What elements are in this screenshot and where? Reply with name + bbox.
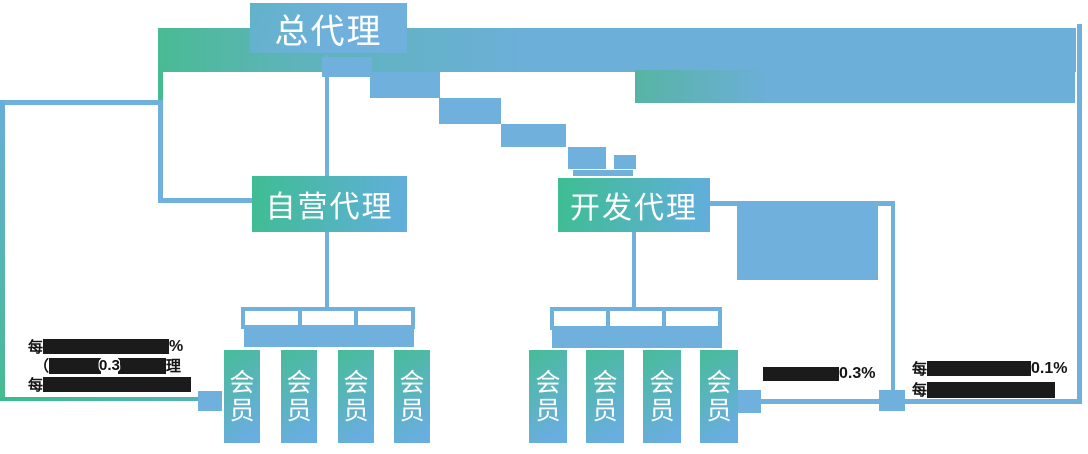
redacted-text-bar	[49, 357, 102, 374]
annotation-right-line1: 每 0.1%	[912, 358, 1067, 379]
group1-solid-bar	[244, 329, 414, 347]
node-general-agent: 总代理	[250, 3, 407, 53]
annotation-value: 0.3	[99, 357, 120, 374]
annotation-text: （	[34, 358, 50, 375]
group1-header-bar	[241, 307, 415, 329]
redacted-text-bar	[43, 377, 192, 392]
connector-left-vertical	[0, 100, 5, 401]
node-self-agent-label: 自营代理	[265, 191, 394, 224]
annotation-middle: 0.3%	[763, 365, 875, 383]
connector-dev-to-group	[632, 232, 636, 307]
annotation-text: 每	[28, 377, 44, 394]
connector-left-top-horizontal	[0, 100, 163, 105]
member-bottom-char: 员	[229, 396, 255, 425]
group2-header-bar	[550, 307, 722, 330]
annotation-value: 0.1%	[1031, 359, 1068, 377]
connector-dev-right-vertical	[891, 201, 895, 393]
member-column: 会 员	[338, 350, 374, 443]
redacted-text-bar	[927, 361, 1032, 376]
stair-block	[370, 72, 440, 98]
right-edge-vertical-connector	[1077, 24, 1082, 404]
stair-block	[614, 155, 636, 169]
redacted-text-bar	[117, 357, 166, 374]
node-general-agent-label: 总代理	[274, 12, 383, 51]
annotation-right-line2: 每	[912, 379, 1056, 400]
node-dev-agent: 开发代理	[558, 178, 710, 232]
header-cell	[245, 311, 298, 325]
connector-bottom-middle-line	[761, 399, 879, 404]
member-bottom-char: 员	[706, 396, 732, 425]
connector-band-stub	[158, 70, 163, 104]
header-cell	[666, 311, 718, 326]
member-bottom-char: 员	[649, 396, 675, 425]
header-cell	[301, 311, 355, 325]
redacted-text-bar	[43, 339, 170, 354]
member-top-char: 会	[649, 368, 675, 397]
node-dev-agent-label: 开发代理	[570, 192, 698, 225]
member-top-char: 会	[343, 368, 369, 397]
member-bottom-char: 员	[286, 396, 312, 425]
annotation-text: 每	[28, 339, 44, 356]
member-bottom-char: 员	[343, 396, 369, 425]
annotation-text: %	[169, 337, 184, 355]
connector-dev-right-horizontal	[710, 201, 895, 206]
annotation-text: 理	[165, 358, 181, 375]
annotation-left-line1: 每 %	[28, 336, 183, 357]
stair-block	[322, 57, 372, 77]
redacted-text-bar	[927, 381, 1056, 398]
redacted-text-bar	[763, 367, 839, 381]
annotation-text: 每	[912, 382, 928, 399]
solid-blue-block	[737, 205, 878, 280]
annotation-value: 0.3%	[839, 365, 876, 382]
connector-bottom-right-line	[905, 399, 1082, 404]
connector-inner-vertical	[158, 100, 163, 203]
header-cell	[554, 311, 606, 326]
member-top-char: 会	[535, 368, 561, 397]
member-bottom-char: 员	[592, 396, 618, 425]
annotation-left-line3: 每	[28, 374, 192, 395]
stair-block	[439, 98, 501, 124]
member-column: 会 员	[281, 350, 317, 443]
member-top-char: 会	[592, 368, 618, 397]
junction-square-right	[879, 390, 905, 411]
member-bottom-char: 员	[399, 396, 425, 425]
header-cell	[358, 311, 412, 325]
member-column: 会 员	[643, 350, 681, 443]
header-cell	[610, 311, 662, 326]
member-column: 会 员	[700, 350, 738, 443]
stair-block	[568, 147, 606, 169]
member-top-char: 会	[229, 368, 255, 397]
stair-block	[501, 124, 566, 147]
member-top-char: 会	[399, 368, 425, 397]
stair-block	[573, 170, 633, 176]
node-self-agent: 自营代理	[252, 176, 407, 232]
member-column: 会 员	[586, 350, 624, 443]
member-column: 会 员	[529, 350, 567, 443]
connector-to-self-agent	[158, 198, 254, 203]
junction-square-left	[198, 391, 222, 411]
top-gradient-band-lower	[635, 70, 1075, 103]
member-column: 会 员	[224, 350, 260, 443]
connector-bottom-teal-line	[0, 397, 198, 401]
member-column: 会 员	[394, 350, 430, 443]
group2-solid-bar	[552, 330, 722, 348]
member-top-char: 会	[286, 368, 312, 397]
annotation-left-line2: （ 0.3 理	[34, 355, 181, 376]
annotation-text: 每	[912, 361, 928, 378]
junction-square-middle	[737, 390, 761, 413]
member-top-char: 会	[706, 368, 732, 397]
member-bottom-char: 员	[535, 396, 561, 425]
